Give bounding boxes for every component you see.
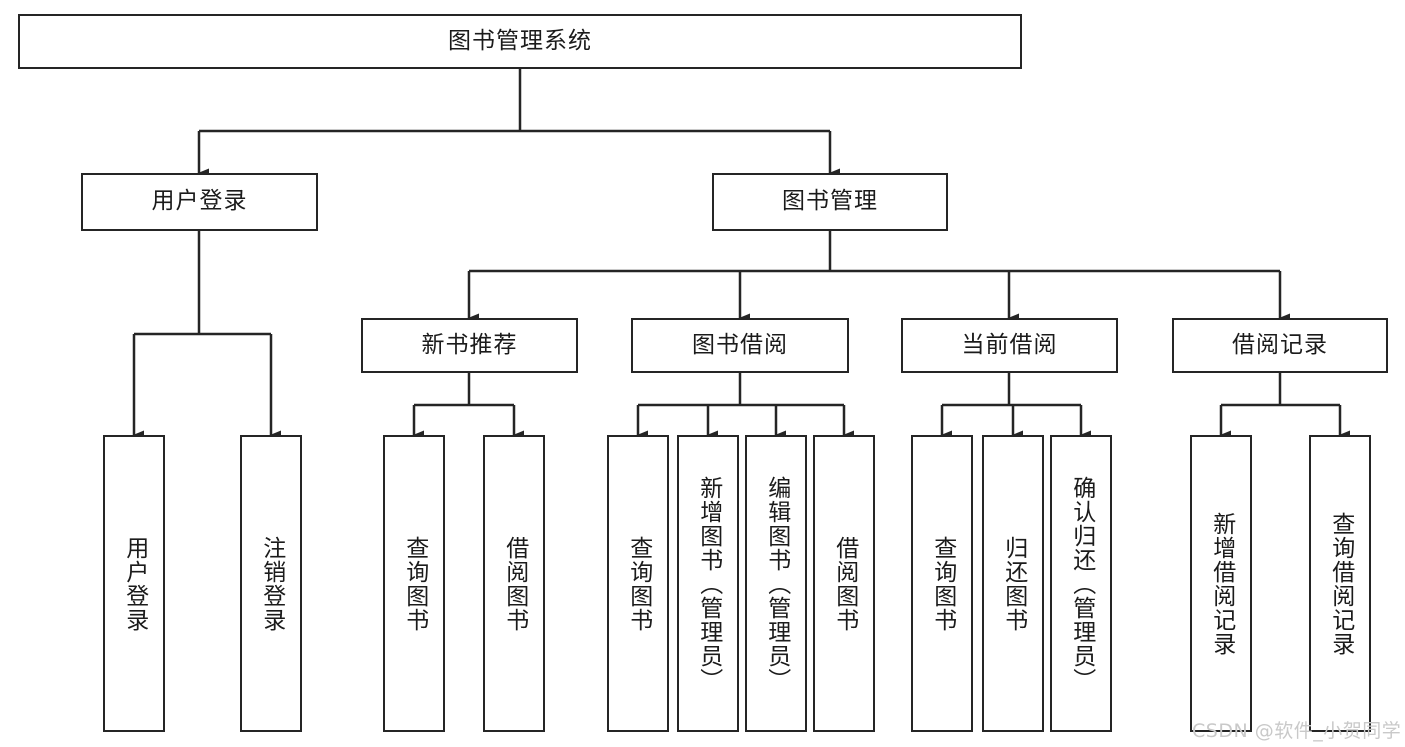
node-current-borrow[interactable]: 当前借阅: [901, 318, 1118, 373]
node-book-manage-label: 图书管理: [782, 188, 878, 215]
node-leaf-return-book-label: 归还图书: [1000, 535, 1027, 632]
node-book-borrow[interactable]: 图书借阅: [631, 318, 849, 373]
node-borrow-record[interactable]: 借阅记录: [1172, 318, 1388, 373]
node-leaf-logout-login[interactable]: 注销登录: [240, 435, 302, 732]
node-leaf-borrow-book-2[interactable]: 借阅图书: [813, 435, 875, 732]
node-leaf-query-borrow-record[interactable]: 查询借阅记录: [1309, 435, 1371, 732]
node-leaf-query-book-2-label: 查询图书: [625, 535, 652, 632]
node-leaf-borrow-book-2-label: 借阅图书: [831, 535, 858, 632]
csdn-watermark: CSDN @软件_小贺同学: [1192, 720, 1402, 742]
node-leaf-user-login-label: 用户登录: [121, 535, 148, 632]
node-root-label: 图书管理系统: [448, 27, 592, 54]
node-leaf-add-borrow-record-label: 新增借阅记录: [1208, 511, 1235, 656]
node-current-borrow-label: 当前借阅: [961, 331, 1058, 358]
node-leaf-query-book-1[interactable]: 查询图书: [383, 435, 445, 732]
node-leaf-add-book-admin-label: 新增图书（管理员）: [695, 475, 722, 692]
node-leaf-add-borrow-record[interactable]: 新增借阅记录: [1190, 435, 1252, 732]
node-borrow-record-label: 借阅记录: [1232, 331, 1328, 358]
node-book-manage[interactable]: 图书管理: [712, 173, 948, 231]
node-root[interactable]: 图书管理系统: [18, 14, 1022, 69]
node-user-login-label: 用户登录: [151, 188, 248, 215]
node-leaf-borrow-book-1[interactable]: 借阅图书: [483, 435, 545, 732]
node-leaf-confirm-return-admin[interactable]: 确认归还（管理员）: [1050, 435, 1112, 732]
node-leaf-borrow-book-1-label: 借阅图书: [501, 535, 528, 632]
node-leaf-logout-login-label: 注销登录: [258, 535, 285, 632]
node-leaf-query-book-1-label: 查询图书: [401, 535, 428, 632]
node-leaf-edit-book-admin-label: 编辑图书（管理员）: [763, 475, 790, 692]
node-new-book-recommend-label: 新书推荐: [421, 331, 518, 358]
node-new-book-recommend[interactable]: 新书推荐: [361, 318, 578, 373]
node-leaf-user-login[interactable]: 用户登录: [103, 435, 165, 732]
node-book-borrow-label: 图书借阅: [692, 331, 788, 358]
node-user-login[interactable]: 用户登录: [81, 173, 318, 231]
node-leaf-query-book-3-label: 查询图书: [929, 535, 956, 632]
node-leaf-return-book[interactable]: 归还图书: [982, 435, 1044, 732]
node-leaf-edit-book-admin[interactable]: 编辑图书（管理员）: [745, 435, 807, 732]
node-leaf-confirm-return-admin-label: 确认归还（管理员）: [1068, 475, 1095, 692]
node-leaf-query-book-2[interactable]: 查询图书: [607, 435, 669, 732]
node-leaf-query-borrow-record-label: 查询借阅记录: [1327, 511, 1354, 656]
node-leaf-query-book-3[interactable]: 查询图书: [911, 435, 973, 732]
node-leaf-add-book-admin[interactable]: 新增图书（管理员）: [677, 435, 739, 732]
